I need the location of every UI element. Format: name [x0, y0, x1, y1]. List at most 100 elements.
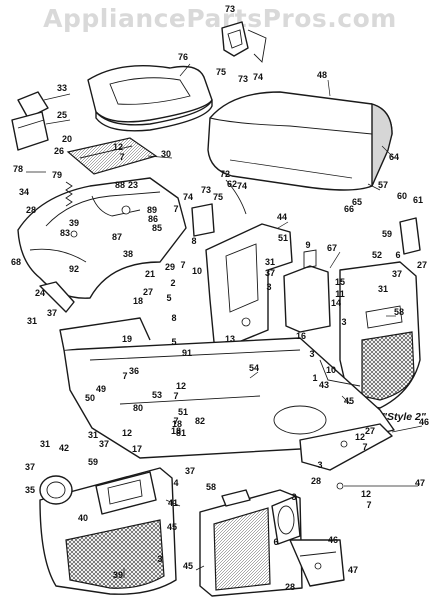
callout-59: 59: [88, 457, 98, 467]
grille-cover-left-part: [39, 467, 177, 595]
battery-box-part: [11, 91, 49, 151]
callout-68: 68: [11, 257, 21, 267]
callout-42: 42: [59, 443, 69, 453]
rear-fender-part: [17, 177, 187, 313]
callout-7: 7: [119, 152, 124, 162]
callout-85: 85: [152, 223, 162, 233]
callout-37: 37: [265, 268, 275, 278]
callout-61: 61: [413, 195, 423, 205]
callout-7: 7: [180, 260, 185, 270]
callout-47: 47: [415, 478, 425, 488]
callout-81: 81: [176, 428, 186, 438]
callout-28: 28: [311, 476, 321, 486]
callout-28: 28: [26, 205, 36, 215]
callout-13: 13: [225, 334, 235, 344]
front-axle-plate-part: [299, 423, 393, 490]
callout-34: 34: [19, 187, 29, 197]
callout-3: 3: [291, 492, 296, 502]
callout-88: 88: [115, 180, 125, 190]
callout-31: 31: [27, 316, 37, 326]
callout-58: 58: [206, 482, 216, 492]
callout-82: 82: [195, 416, 205, 426]
hood-part: [207, 91, 393, 191]
callout-62: 62: [227, 179, 237, 189]
callout-57: 57: [378, 180, 388, 190]
callout-27: 27: [143, 287, 153, 297]
callout-10: 10: [192, 266, 202, 276]
callout-37: 37: [25, 462, 35, 472]
callout-31: 31: [88, 430, 98, 440]
callout-27: 27: [417, 260, 427, 270]
callout-73: 73: [238, 74, 248, 84]
callout-18: 18: [133, 296, 143, 306]
callout-19: 19: [122, 334, 132, 344]
callout-74: 74: [237, 181, 247, 191]
callout-74: 74: [183, 192, 193, 202]
callout-12: 12: [113, 142, 123, 152]
chassis-frame-part: [59, 317, 395, 459]
callout-18: 18: [171, 426, 181, 436]
callout-31: 31: [40, 439, 50, 449]
callout-80: 80: [133, 403, 143, 413]
callout-8: 8: [171, 313, 176, 323]
callout-9: 9: [305, 240, 310, 250]
callout-49: 49: [96, 384, 106, 394]
callout-24: 24: [35, 288, 45, 298]
callout-6: 6: [273, 537, 278, 547]
callout-37: 37: [47, 308, 57, 318]
leader-lines: [26, 63, 423, 578]
callout-86: 86: [148, 214, 158, 224]
seat-part: [87, 65, 213, 132]
callout-45: 45: [344, 396, 354, 406]
callout-7: 7: [366, 500, 371, 510]
callout-87: 87: [112, 232, 122, 242]
callout-67: 67: [327, 243, 337, 253]
callout-37: 37: [99, 439, 109, 449]
callout-91: 91: [182, 348, 192, 358]
callout-12: 12: [176, 381, 186, 391]
callout-23: 23: [128, 180, 138, 190]
dash-panel-part: [205, 223, 293, 349]
callout-12: 12: [122, 428, 132, 438]
callout-79: 79: [52, 170, 62, 180]
callout-28: 28: [285, 582, 295, 592]
style-2-label: "Style 2": [382, 411, 427, 423]
callout-7: 7: [173, 391, 178, 401]
callout-6: 6: [395, 250, 400, 260]
fuel-tank-part: [283, 249, 331, 333]
callout-12: 12: [355, 432, 365, 442]
callout-38: 38: [123, 249, 133, 259]
callout-3: 3: [266, 282, 271, 292]
callout-37: 37: [185, 466, 195, 476]
callout-39: 39: [113, 570, 123, 580]
callout-75: 75: [213, 192, 223, 202]
callout-64: 64: [389, 152, 399, 162]
callout-44: 44: [277, 212, 287, 222]
bottom-bracket-part: [289, 539, 345, 587]
callout-41: 41: [168, 498, 178, 508]
callout-8: 8: [191, 236, 196, 246]
callout-7: 7: [173, 204, 178, 214]
callout-75: 75: [216, 67, 226, 77]
callout-40: 40: [78, 513, 88, 523]
callout-12: 12: [361, 489, 371, 499]
callout-3: 3: [317, 460, 322, 470]
callout-2: 2: [170, 278, 175, 288]
callout-51: 51: [278, 233, 288, 243]
callout-17: 17: [132, 444, 142, 454]
callout-54: 54: [249, 363, 259, 373]
callout-3: 3: [341, 317, 346, 327]
grille-housing-style2-part: [339, 217, 421, 409]
callout-7: 7: [122, 371, 127, 381]
callout-83: 83: [60, 228, 70, 238]
callout-92: 92: [69, 264, 79, 274]
callout-31: 31: [378, 284, 388, 294]
callout-16: 16: [296, 331, 306, 341]
callout-52: 52: [372, 250, 382, 260]
callout-20: 20: [62, 134, 72, 144]
seat-bracket-part: [221, 21, 267, 63]
seat-spring-part: [65, 181, 73, 207]
callout-72: 72: [220, 169, 230, 179]
